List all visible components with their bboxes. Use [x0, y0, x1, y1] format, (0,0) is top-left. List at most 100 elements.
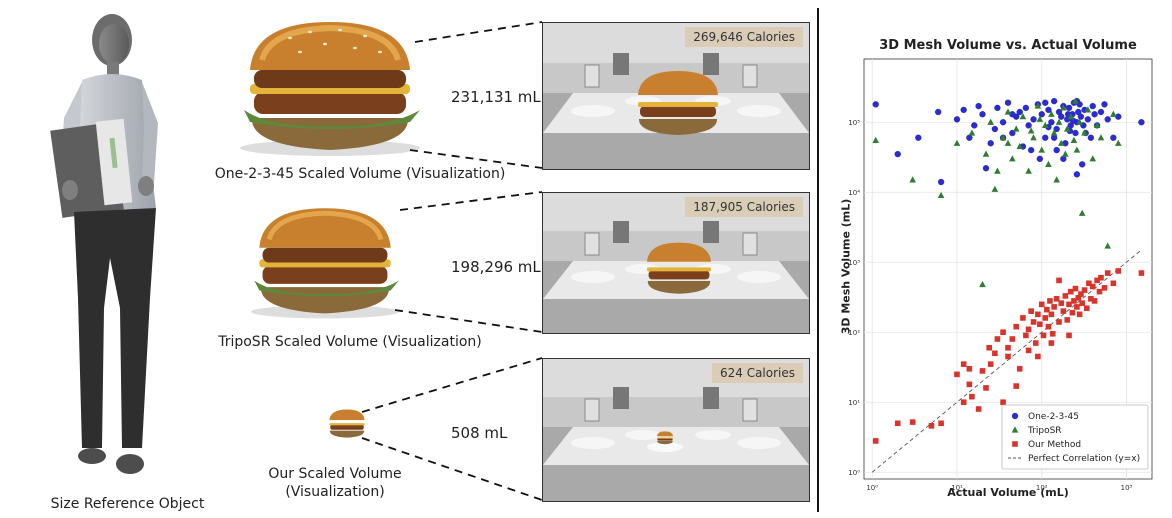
- one-2-3-45-point: [1016, 108, 1023, 116]
- our-method-point: [1049, 330, 1056, 337]
- our-method-point: [1005, 353, 1011, 360]
- our-method-point: [1076, 311, 1083, 318]
- triposr-point: [1045, 160, 1052, 167]
- our-method-point: [1058, 300, 1065, 306]
- our-method-point: [1064, 317, 1071, 323]
- our-method-point: [987, 361, 994, 367]
- one-2-3-45-point: [1077, 113, 1085, 120]
- our-method-point: [1032, 340, 1039, 346]
- y-tick-label: 10⁰: [848, 469, 860, 477]
- one-2-3-45-point: [999, 119, 1007, 126]
- our-method-point: [1083, 305, 1090, 312]
- our-method-point: [1048, 311, 1055, 318]
- triposr-point: [982, 150, 990, 157]
- y-tick-label: 10²: [848, 329, 860, 337]
- triposr-point: [987, 118, 994, 125]
- our-method-point: [1115, 268, 1122, 274]
- one-2-3-45-point: [1091, 111, 1098, 118]
- triposr-point: [1004, 108, 1012, 115]
- our-method-point: [1056, 319, 1062, 325]
- legend-label: Perfect Correlation (y=x): [1028, 454, 1140, 464]
- reference-line: [871, 249, 1142, 473]
- our-method-point: [1088, 296, 1094, 302]
- our-method-point: [1030, 319, 1037, 325]
- triposr-point: [968, 129, 976, 136]
- our-method-point: [1101, 285, 1108, 291]
- our-method-point: [1060, 308, 1067, 314]
- our-method-point: [1094, 277, 1100, 284]
- one-2-3-45-point: [1101, 101, 1108, 108]
- one-2-3-45-point: [994, 104, 1001, 112]
- triposr-point: [1070, 136, 1078, 143]
- one-2-3-45-point: [1053, 125, 1060, 133]
- triposr-point: [991, 185, 999, 192]
- triposr-point: [1062, 150, 1069, 157]
- one-2-3-45-point: [960, 106, 967, 114]
- legend-box: [1001, 404, 1149, 470]
- burger-small-visual: [329, 409, 365, 438]
- triposr-point: [937, 191, 945, 199]
- burger-large-visual: [240, 22, 420, 156]
- our-method-point: [1071, 298, 1077, 304]
- our-method-point: [1089, 283, 1096, 290]
- our-method-point: [992, 350, 998, 357]
- volume-ours: 508 mL: [451, 424, 508, 442]
- triposr-point: [1016, 142, 1024, 150]
- our-method-point: [979, 368, 986, 374]
- triposr-point: [1053, 176, 1060, 183]
- one-2-3-45-point: [1042, 134, 1049, 141]
- one-2-3-45-point: [1045, 106, 1052, 114]
- one-2-3-45-point: [1036, 155, 1043, 162]
- our-method-point: [1047, 298, 1053, 304]
- our-method-point: [1028, 308, 1034, 314]
- our-method-point: [966, 381, 973, 388]
- x-tick-label: 10²: [1036, 484, 1048, 492]
- one-2-3-45-point: [935, 108, 942, 116]
- our-method-point: [1016, 366, 1023, 372]
- triposr-point: [994, 167, 1001, 174]
- our-method-point: [1000, 329, 1006, 336]
- triposr-point: [1081, 129, 1088, 136]
- one-2-3-45-point: [1027, 146, 1035, 154]
- connector-lines: [361, 21, 543, 501]
- our-method-point: [1038, 301, 1045, 308]
- one-2-3-45-point: [1004, 99, 1012, 106]
- triposr-point: [1097, 134, 1105, 141]
- caption-ours-text: Our Scaled Volume (Visualization): [268, 466, 402, 500]
- our-method-point: [1051, 304, 1057, 310]
- our-method-point: [969, 393, 975, 400]
- triposr-point: [909, 176, 916, 183]
- our-method-point: [954, 371, 960, 378]
- our-method-point: [1053, 296, 1060, 302]
- one-2-3-45-point: [937, 178, 945, 186]
- our-method-point: [872, 438, 879, 444]
- scene-one2345: 269,646 Calories: [542, 22, 810, 170]
- our-method-point: [1104, 270, 1111, 276]
- our-method-point: [1013, 383, 1020, 389]
- triposr-point: [1114, 139, 1122, 146]
- our-method-point: [994, 336, 1001, 342]
- triposr-point: [1055, 118, 1063, 125]
- one-2-3-45-point: [1053, 146, 1060, 154]
- triposr-point: [872, 136, 880, 143]
- y-tick-label: 10⁴: [848, 189, 860, 197]
- one-2-3-45-point: [1089, 102, 1096, 110]
- our-method-point: [1078, 291, 1084, 297]
- one-2-3-45-point: [982, 165, 990, 172]
- triposr-point: [1057, 139, 1065, 146]
- triposr-point: [1104, 242, 1111, 249]
- one-2-3-45-point: [872, 101, 879, 108]
- triposr-point: [1060, 104, 1067, 111]
- our-method-point: [1035, 353, 1041, 360]
- burger-medium-visual: [251, 208, 399, 319]
- triposr-point: [1036, 115, 1044, 122]
- triposr-point: [1110, 110, 1117, 117]
- our-method-point: [1081, 287, 1088, 293]
- our-method-point: [1023, 332, 1029, 339]
- our-method-point: [960, 361, 967, 367]
- size-reference-figure: [30, 8, 190, 488]
- our-method-point: [1025, 347, 1032, 354]
- one-2-3-45-point: [1048, 119, 1055, 126]
- our-method-point: [1013, 323, 1020, 330]
- one-2-3-45-point: [991, 125, 999, 133]
